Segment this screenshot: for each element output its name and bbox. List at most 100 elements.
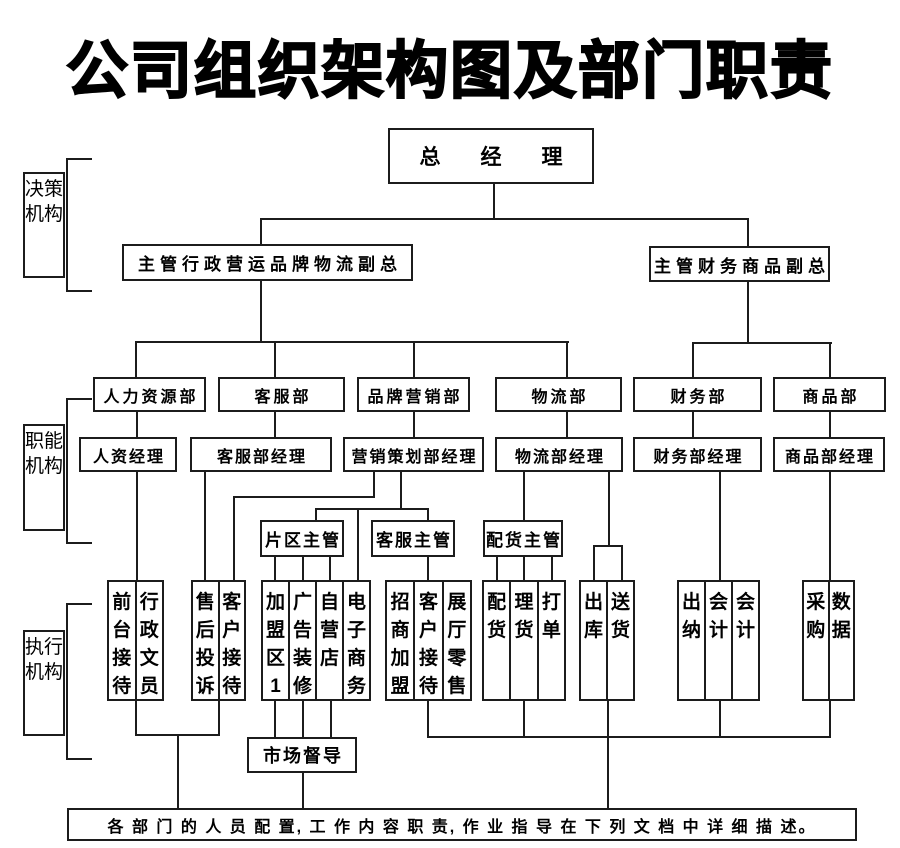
node-dept-brand-marketing: 品牌营销部 xyxy=(357,377,470,412)
role-data: 数据 xyxy=(827,582,854,699)
role-group-merchandise: 采购 数据 xyxy=(802,580,855,701)
page-title: 公司组织架构图及部门职责 xyxy=(65,36,834,107)
connector-line xyxy=(302,773,304,808)
connector-line xyxy=(66,603,68,760)
role-accountant-2: 会计 xyxy=(731,582,758,699)
connector-line xyxy=(692,412,694,437)
connector-line xyxy=(274,557,276,580)
connector-line xyxy=(719,472,721,580)
connector-line xyxy=(373,472,375,496)
connector-line xyxy=(260,218,749,220)
connector-line xyxy=(523,701,525,736)
node-dept-merchandise: 商品部 xyxy=(773,377,886,412)
connector-line xyxy=(136,472,138,580)
role-admin-clerk: 行政文员 xyxy=(134,582,163,699)
connector-line xyxy=(66,158,92,160)
node-sup-distribution: 配货主管 xyxy=(483,520,563,557)
connector-line xyxy=(413,341,415,377)
connector-line xyxy=(315,508,429,510)
connector-line xyxy=(66,398,92,400)
role-cashier: 出纳 xyxy=(681,592,701,641)
connector-line xyxy=(829,412,831,437)
connector-line xyxy=(177,734,179,808)
group-label-functional: 职能机构 xyxy=(23,424,65,531)
node-dept-hr: 人力资源部 xyxy=(93,377,206,412)
connector-line xyxy=(233,496,375,498)
role-group-sales: 招商加盟 客户接待 展厅零售 xyxy=(385,580,472,701)
connector-line xyxy=(692,342,694,377)
connector-line xyxy=(829,472,831,580)
role-order-printing: 打单 xyxy=(536,582,564,699)
role-group-finance: 出纳 会计 会计 xyxy=(677,580,760,701)
connector-line xyxy=(413,412,415,437)
connector-line xyxy=(135,341,137,377)
connector-line xyxy=(523,557,525,580)
connector-line xyxy=(593,545,623,547)
node-mgr-customer-service: 客服部经理 xyxy=(190,437,332,472)
connector-line xyxy=(330,701,332,737)
connector-line xyxy=(302,701,304,737)
connector-line xyxy=(593,545,595,580)
connector-line xyxy=(66,603,92,605)
role-investment: 招商加盟 xyxy=(390,592,410,697)
connector-line xyxy=(400,472,402,508)
node-dept-customer-service: 客服部 xyxy=(218,377,345,412)
node-market-supervision: 市场督导 xyxy=(247,737,357,773)
node-mgr-logistics: 物流部经理 xyxy=(495,437,623,472)
connector-line xyxy=(260,281,262,341)
connector-line xyxy=(218,701,220,734)
connector-line xyxy=(66,398,68,544)
connector-line xyxy=(427,701,429,736)
node-dept-logistics: 物流部 xyxy=(495,377,622,412)
node-sup-area: 片区主管 xyxy=(260,520,344,557)
connector-line xyxy=(135,701,137,734)
role-after-sales: 售后投诉 xyxy=(195,592,215,697)
role-group-hr: 前台接待 行政文员 xyxy=(107,580,164,701)
connector-line xyxy=(621,545,623,580)
role-own-store: 自营店 xyxy=(315,582,342,699)
node-vp-operations: 主管行政营运品牌物流副总 xyxy=(122,244,413,281)
role-tally: 理货 xyxy=(509,582,536,699)
connector-line xyxy=(233,496,235,580)
role-group-warehouse: 出库 送货 xyxy=(579,580,635,701)
connector-line xyxy=(204,472,206,580)
connector-line xyxy=(607,736,609,808)
connector-line xyxy=(496,557,498,580)
connector-line xyxy=(829,701,831,736)
role-outbound: 出库 xyxy=(583,592,603,641)
connector-line xyxy=(274,701,276,737)
node-sup-customer-service: 客服主管 xyxy=(371,520,455,557)
connector-line xyxy=(427,557,429,580)
connector-line xyxy=(329,557,331,580)
connector-line xyxy=(493,184,495,218)
connector-line xyxy=(136,412,138,437)
node-vp-finance: 主管财务商品副总 xyxy=(649,246,830,282)
node-general-manager: 总经理 xyxy=(388,128,594,184)
node-mgr-hr: 人资经理 xyxy=(79,437,177,472)
node-mgr-merchandise: 商品部经理 xyxy=(773,437,885,472)
role-ad-decoration: 广告装修 xyxy=(288,582,315,699)
role-front-desk: 前台接待 xyxy=(112,592,132,697)
connector-line xyxy=(357,508,359,580)
connector-line xyxy=(260,218,262,244)
connector-line xyxy=(607,701,609,736)
role-group-marketing: 加盟区1 广告装修 自营店 电子商务 xyxy=(261,580,371,701)
connector-line xyxy=(692,342,832,344)
connector-line xyxy=(551,557,553,580)
role-customer-reception: 客户接待 xyxy=(217,582,245,699)
connector-line xyxy=(427,736,831,738)
role-group-service: 售后投诉 客户接待 xyxy=(191,580,246,701)
role-group-distribution: 配货 理货 打单 xyxy=(482,580,566,701)
connector-line xyxy=(829,342,831,377)
footnote-bar: 各 部 门 的 人 员 配 置, 工 作 内 容 职 责, 作 业 指 导 在 … xyxy=(67,808,857,841)
connector-line xyxy=(66,542,92,544)
connector-line xyxy=(274,412,276,437)
role-accountant-1: 会计 xyxy=(704,582,731,699)
connector-line xyxy=(66,758,92,760)
connector-line xyxy=(427,508,429,520)
connector-line xyxy=(566,412,568,437)
connector-line xyxy=(66,158,68,292)
connector-line xyxy=(66,290,92,292)
node-mgr-finance: 财务部经理 xyxy=(633,437,762,472)
